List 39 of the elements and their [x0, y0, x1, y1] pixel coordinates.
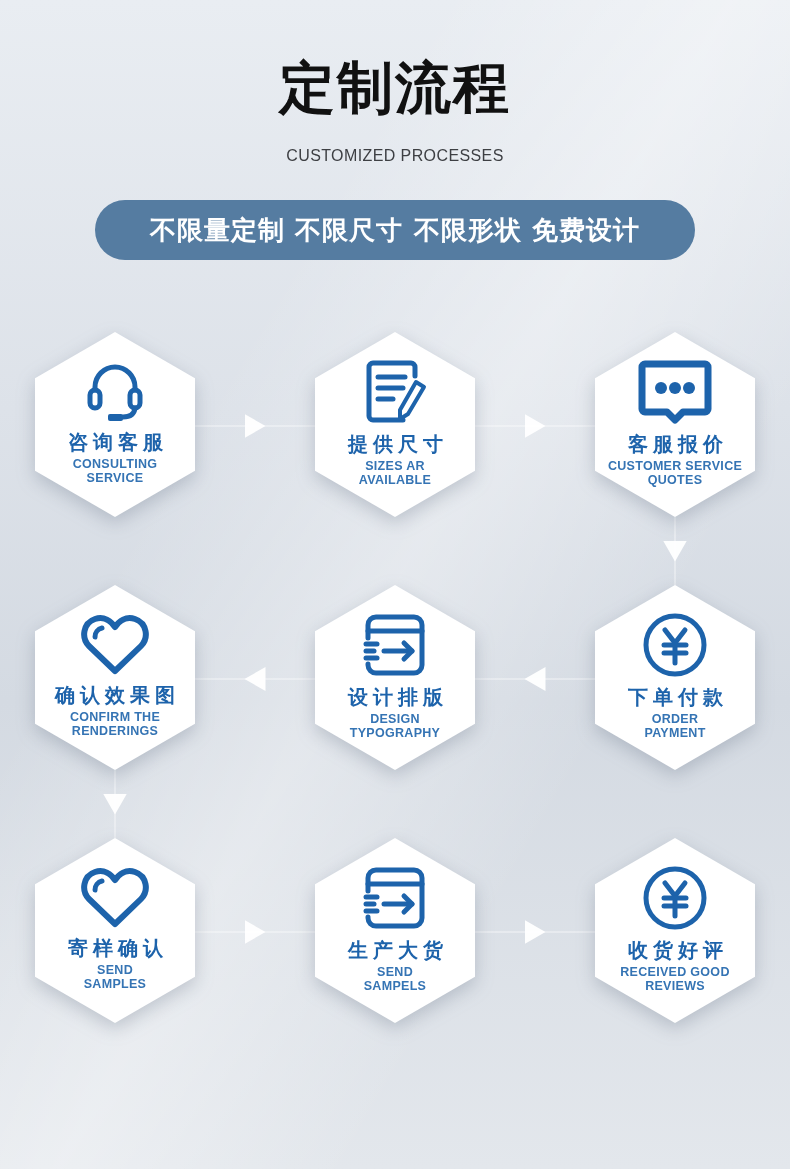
step-hexagon: [35, 332, 195, 517]
step-hexagon: [595, 332, 755, 517]
step-subtitle: CONSULTING SERVICE: [71, 457, 159, 485]
step-title: 咨询客服: [66, 430, 168, 454]
step-hexagon: [595, 838, 755, 1023]
arrow: [474, 414, 596, 438]
arrow: [194, 414, 316, 438]
step-title: 确认效果图: [53, 683, 180, 707]
step-subtitle: SIZES AR AVAILABLE: [357, 459, 433, 487]
step-subtitle: SEND SAMPELS: [362, 965, 428, 993]
step-hexagon: [315, 838, 475, 1023]
step-title: 设计排版: [346, 685, 448, 709]
step-title: 提供尺寸: [346, 432, 448, 456]
step-title: 寄样确认: [66, 936, 168, 960]
banner-text: 不限量定制 不限尺寸 不限形状 免费设计: [150, 213, 640, 247]
step-title: 生产大货: [346, 938, 448, 962]
arrow: [103, 769, 127, 839]
step-hexagon: [315, 585, 475, 770]
step-hexagon: [35, 585, 195, 770]
step-subtitle: SEND SAMPLES: [82, 963, 148, 991]
page-subtitle: CUSTOMIZED PROCESSES: [286, 146, 504, 166]
step-title: 客服报价: [626, 432, 728, 456]
step-title: 收货好评: [626, 938, 728, 962]
arrow: [194, 920, 316, 944]
arrow: [474, 667, 596, 691]
arrow: [194, 667, 316, 691]
step-subtitle: CUSTOMER SERVICE QUOTES: [606, 459, 744, 487]
banner: [95, 200, 695, 260]
step-title: 下单付款: [626, 685, 728, 709]
arrow: [474, 920, 596, 944]
step-subtitle: DESIGN TYPOGRAPHY: [348, 712, 442, 740]
page-title: 定制流程: [279, 54, 511, 122]
step-subtitle: RECEIVED GOOD REVIEWS: [619, 965, 731, 993]
step-hexagon: [35, 838, 195, 1023]
step-hexagon: [315, 332, 475, 517]
arrow: [663, 516, 687, 586]
step-subtitle: CONFIRM THE RENDERINGS: [68, 710, 162, 738]
step-hexagon: [595, 585, 755, 770]
step-subtitle: ORDER PAYMENT: [643, 712, 707, 740]
